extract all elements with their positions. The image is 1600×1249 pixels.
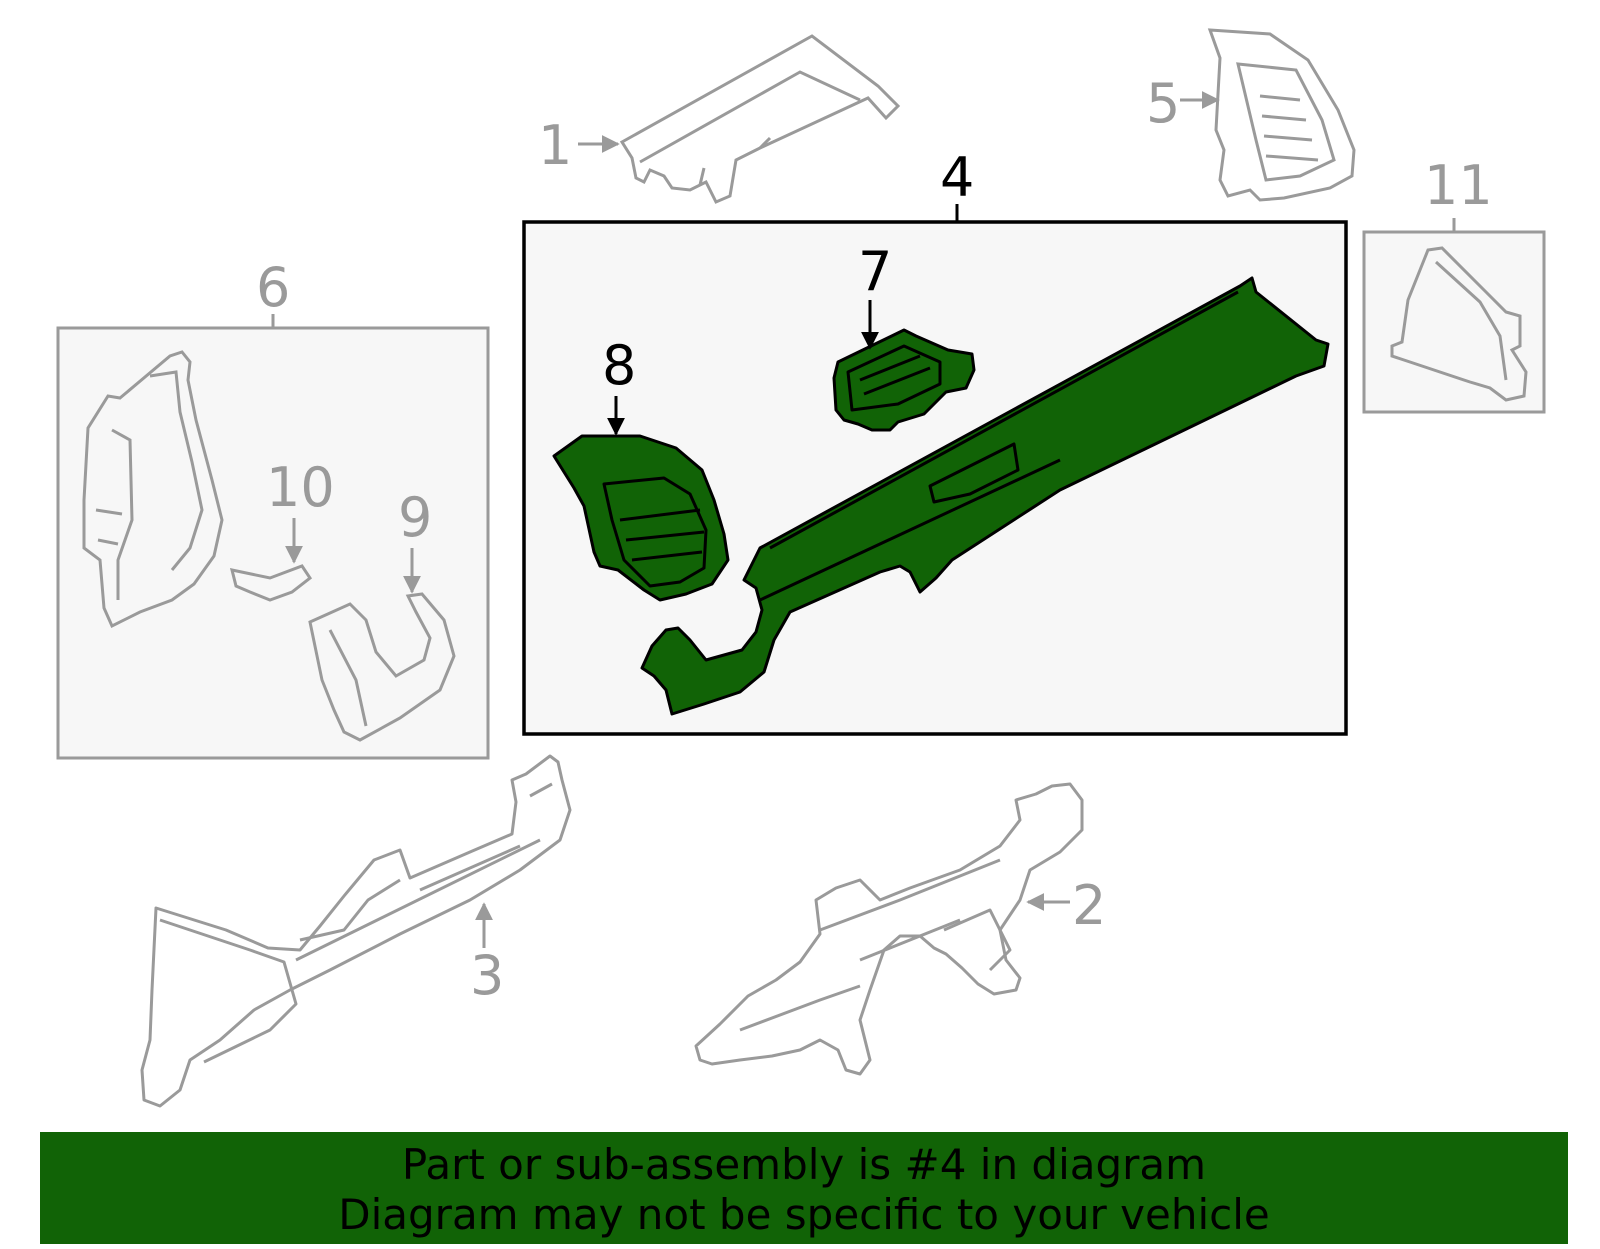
banner-line-2: Diagram may not be specific to your vehi… (338, 1190, 1270, 1239)
part-4-instrument-panel (640, 276, 1330, 716)
part-6-box (56, 326, 490, 760)
part-8-air-vent (552, 434, 730, 602)
part-3-lower-panel (140, 754, 572, 1108)
part-2-reinforcement-beam (694, 782, 1084, 1076)
part-11-trim-panel (1390, 246, 1528, 402)
part-6-end-panel (82, 350, 224, 629)
callout-3: 3 (470, 944, 504, 1007)
callout-9: 9 (398, 486, 432, 549)
notice-banner: Part or sub-assembly is #4 in diagram Di… (40, 1132, 1568, 1244)
callout-11: 11 (1424, 154, 1493, 217)
callout-10: 10 (266, 456, 335, 519)
callout-2: 2 (1072, 874, 1106, 937)
callout-5: 5 (1146, 72, 1180, 135)
part-10-clip (229, 564, 313, 602)
callout-7: 7 (858, 240, 892, 303)
callout-8: 8 (602, 334, 636, 397)
callout-6: 6 (256, 256, 290, 319)
callout-4: 4 (940, 146, 974, 209)
part-5-side-vent (1207, 28, 1356, 202)
part-7-bracket (832, 328, 976, 432)
part-1-top-cover (619, 34, 901, 204)
callout-1: 1 (538, 114, 572, 177)
part-9-trim-piece (308, 592, 456, 742)
banner-line-1: Part or sub-assembly is #4 in diagram (401, 1140, 1207, 1189)
